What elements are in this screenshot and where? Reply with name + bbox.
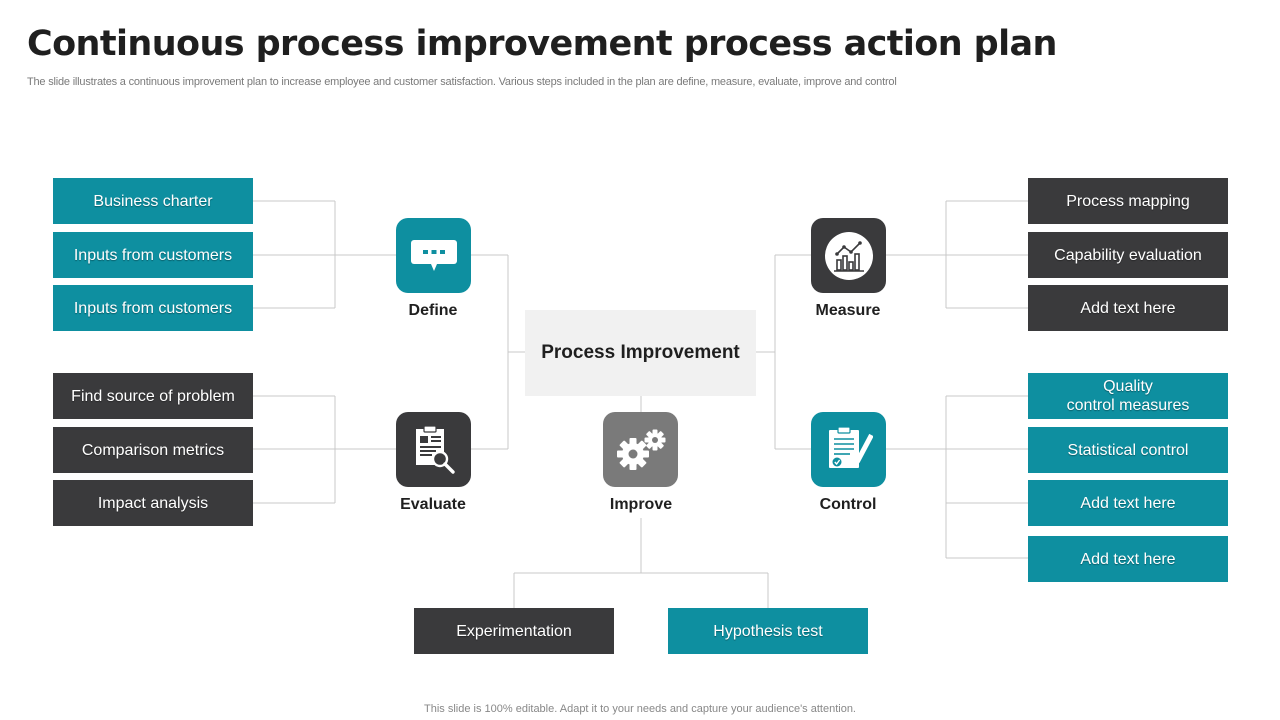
improve-item-box: Experimentation xyxy=(414,608,614,654)
evaluate-node xyxy=(396,412,471,487)
process-improvement-center: Process Improvement xyxy=(525,310,756,396)
define-label: Define xyxy=(408,302,458,319)
evaluate-item-box: Find source of problem xyxy=(53,373,253,419)
control-item-box: Add text here xyxy=(1028,536,1228,582)
evaluate-item-box: Impact analysis xyxy=(53,480,253,526)
measure-item-box: Add text here xyxy=(1028,285,1228,331)
analytics-chart-icon xyxy=(824,231,873,280)
control-item-box: Quality control measures xyxy=(1028,373,1228,419)
report-magnifier-icon xyxy=(415,424,455,474)
control-item-box: Add text here xyxy=(1028,480,1228,526)
slide-title: Continuous process improvement process a… xyxy=(27,24,1057,64)
define-item-box: Inputs from customers xyxy=(53,285,253,331)
evaluate-item-box: Comparison metrics xyxy=(53,427,253,473)
measure-label: Measure xyxy=(815,302,881,319)
improve-node xyxy=(603,412,678,487)
control-node xyxy=(811,412,886,487)
evaluate-label: Evaluate xyxy=(400,496,466,513)
slide-subtitle: The slide illustrates a continuous impro… xyxy=(27,76,897,88)
measure-item-box: Process mapping xyxy=(1028,178,1228,224)
measure-node xyxy=(811,218,886,293)
slide-footer: This slide is 100% editable. Adapt it to… xyxy=(424,703,856,715)
control-item-box: Statistical control xyxy=(1028,427,1228,473)
gears-icon xyxy=(616,429,665,470)
define-node xyxy=(396,218,471,293)
improve-label: Improve xyxy=(609,496,673,513)
improve-item-box: Hypothesis test xyxy=(668,608,868,654)
measure-item-box: Capability evaluation xyxy=(1028,232,1228,278)
checklist-pen-icon xyxy=(828,425,873,468)
chat-bubble-icon xyxy=(410,239,457,271)
define-item-box: Business charter xyxy=(53,178,253,224)
center-label: Process Improvement xyxy=(541,342,740,363)
control-label: Control xyxy=(819,496,877,513)
define-item-box: Inputs from customers xyxy=(53,232,253,278)
